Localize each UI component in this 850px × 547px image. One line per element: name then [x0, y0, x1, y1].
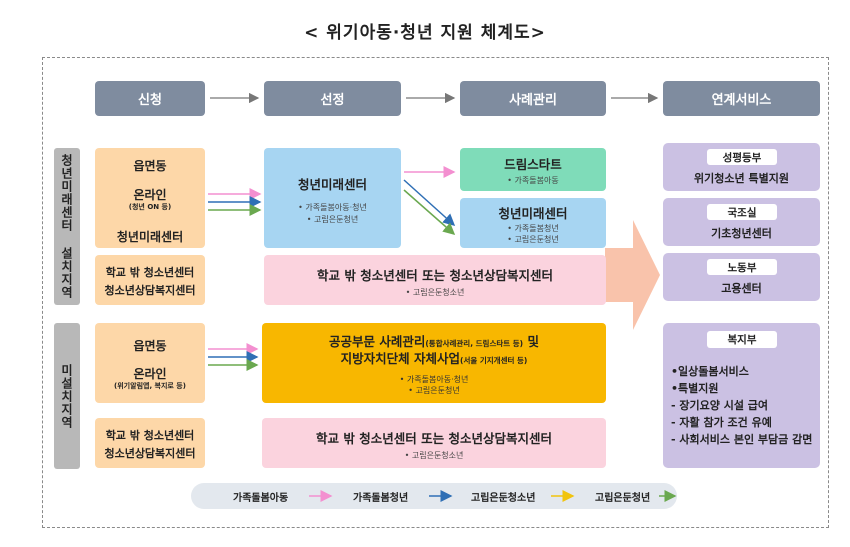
apply-school-line2: 청소년상담복지센터 — [104, 284, 196, 297]
select-box-youth-future-center: 청년미래센터 • 가족돌봄아동·청년 • 고립은둔청년 — [264, 148, 401, 248]
apply-item-online: 온라인 — [133, 188, 167, 202]
service-box-gender-equality: 성평등부 위기청소년 특별지원 — [663, 143, 820, 191]
case-center-target-2: • 고립은둔청년 — [507, 235, 559, 244]
region-label-without-center: 미설치지역 — [54, 323, 80, 469]
school-youth-center-box-with-center: 학교 밖 청소년센터 또는 청소년상담복지센터 • 고립은둔청소년 — [264, 255, 606, 305]
legend-label-family-care-youth: 가족돌봄청년 — [353, 493, 409, 504]
public-case-management-box: 공공부문 사례관리(통합사례관리, 드림스타트 등) 및 지방자치단체 자체사업… — [262, 323, 606, 403]
school-center-target-bottom: • 고립은둔청소년 — [404, 451, 464, 460]
welfare-item: - 장기요양 시설 급여 — [671, 399, 769, 412]
header-linked-services: 연계서비스 — [663, 81, 820, 116]
diagram-frame — [42, 57, 829, 528]
service-desc-3: 고용센터 — [721, 282, 762, 295]
select-center-target-2: • 고립은둔청년 — [306, 215, 359, 224]
welfare-item: •일상돌봄서비스 — [671, 365, 749, 378]
school-center-title-bottom: 학교 밖 청소년센터 또는 청소년상담복지센터 — [316, 431, 552, 446]
welfare-item: •특별지원 — [671, 382, 719, 395]
region-label-with-center: 청년미래센터 설치지역 — [54, 148, 80, 305]
apply-box-without-center: 읍면동 온라인 (위기알림앱, 복지로 등) — [95, 323, 205, 403]
dream-start-target: • 가족돌봄아동 — [507, 176, 559, 185]
apply-item-eupmyeondong: 읍면동 — [133, 159, 167, 173]
public-case-line1: 공공부문 사례관리(통합사례관리, 드림스타트 등) 및 — [329, 334, 539, 349]
legend-swatches — [309, 490, 677, 502]
public-case-target-2: • 고립은둔청년 — [408, 386, 460, 395]
dream-start-title: 드림스타트 — [504, 157, 562, 172]
apply-box-school-without-center: 학교 밖 청소년센터 청소년상담복지센터 — [95, 418, 205, 468]
apply-item-youth-future-center: 청년미래센터 — [116, 230, 184, 244]
public-case-line2: 지방자치단체 자체사업(서울 기지개센터 등) — [340, 351, 528, 366]
welfare-item: - 자활 참가 조건 유예 — [671, 416, 772, 429]
apply-box-with-center: 읍면동 온라인 (청년 ON 등) 청년미래센터 — [95, 148, 205, 248]
legend-label-isolated-youth: 고립은둔청년 — [595, 493, 651, 504]
legend: 가족돌봄아동 가족돌봄청년 고립은둔청소년 고립은둔청년 — [191, 483, 677, 509]
service-desc-2: 기초청년센터 — [711, 227, 772, 240]
service-desc-1: 위기청소년 특별지원 — [694, 172, 789, 185]
welfare-org: 복지부 — [707, 331, 777, 348]
case-center-title: 청년미래센터 — [498, 206, 568, 221]
service-box-labor: 노동부 고용센터 — [663, 253, 820, 301]
legend-label-family-care-child: 가족돌봄아동 — [233, 493, 289, 504]
header-apply: 신청 — [95, 81, 205, 116]
school-center-target-top: • 고립은둔청소년 — [405, 288, 465, 297]
flow-arrow-to-services — [605, 220, 660, 330]
apply-school-bottom-line2: 청소년상담복지센터 — [104, 447, 196, 460]
service-box-welfare: 복지부 •일상돌봄서비스 •특별지원 - 장기요양 시설 급여 - 자활 참가 … — [663, 323, 820, 468]
apply-school-bottom-line1: 학교 밖 청소년센터 — [105, 429, 195, 442]
header-select: 선정 — [264, 81, 401, 116]
select-center-title: 청년미래센터 — [297, 177, 367, 192]
apply-school-line1: 학교 밖 청소년센터 — [105, 266, 195, 279]
welfare-item-list: •일상돌봄서비스 •특별지원 - 장기요양 시설 급여 - 자활 참가 조건 유… — [671, 363, 812, 448]
public-case-target-1: • 가족돌봄아동·청년 — [399, 375, 469, 384]
legend-label-isolated-adolescent: 고립은둔청소년 — [471, 493, 536, 504]
case-center-target-1: • 가족돌봄청년 — [507, 224, 559, 233]
apply-bottom-online-detail: (위기알림앱, 복지로 등) — [114, 382, 186, 390]
apply-bottom-online: 온라인 — [133, 367, 167, 381]
apply-box-school-with-center: 학교 밖 청소년센터 청소년상담복지센터 — [95, 255, 205, 305]
service-box-pm-office: 국조실 기초청년센터 — [663, 198, 820, 246]
service-org-3: 노동부 — [707, 259, 777, 275]
apply-bottom-eupmyeondong: 읍면동 — [133, 339, 167, 353]
diagram-title: < 위기아동·청년 지원 체계도> — [304, 23, 546, 43]
school-center-title-top: 학교 밖 청소년센터 또는 청소년상담복지센터 — [317, 268, 553, 283]
welfare-item: - 사회서비스 본인 부담금 감면 — [671, 433, 813, 446]
service-org-2: 국조실 — [707, 204, 777, 220]
case-box-dream-start: 드림스타트 • 가족돌봄아동 — [460, 148, 606, 191]
select-center-target-1: • 가족돌봄아동·청년 — [298, 203, 367, 212]
service-org-1: 성평등부 — [707, 149, 777, 165]
header-case-management: 사례관리 — [460, 81, 606, 116]
case-box-youth-future-center: 청년미래센터 • 가족돌봄청년 • 고립은둔청년 — [460, 198, 606, 248]
school-youth-center-box-without-center: 학교 밖 청소년센터 또는 청소년상담복지센터 • 고립은둔청소년 — [262, 418, 606, 468]
apply-item-online-detail: (청년 ON 등) — [128, 203, 172, 211]
